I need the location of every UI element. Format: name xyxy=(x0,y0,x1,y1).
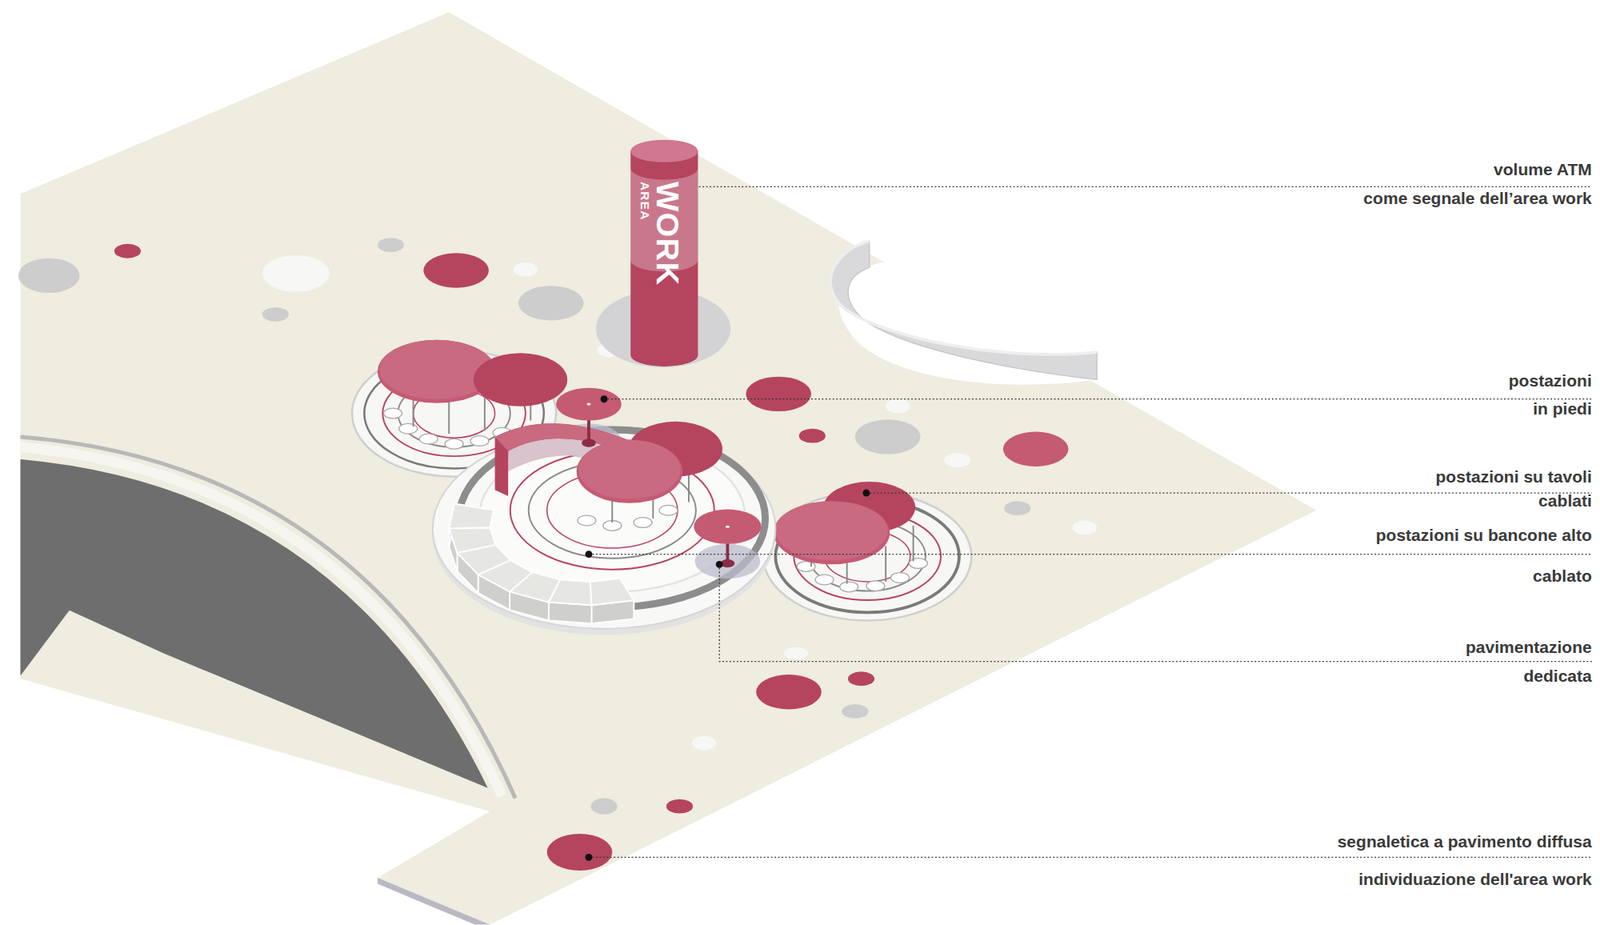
callout-label: postazioni xyxy=(1508,370,1592,392)
table-cluster xyxy=(763,481,972,620)
callout-label: postazioni su bancone alto xyxy=(1376,524,1592,546)
floor-opening xyxy=(20,459,488,788)
opening-border xyxy=(20,447,503,796)
callout-label: cablati xyxy=(1538,489,1592,511)
callout-label: segnaletica a pavimento diffusa xyxy=(1337,830,1592,852)
sign-text: AREA xyxy=(638,181,651,220)
seating-block xyxy=(448,503,634,624)
atm-cylinder: WORKAREA xyxy=(630,140,698,367)
callout-label: come segnale dell’area work xyxy=(1363,188,1592,209)
cylinder-body xyxy=(630,151,698,367)
callout-label: volume ATM xyxy=(1493,159,1592,180)
callout-label: cablato xyxy=(1532,565,1592,587)
seating-block xyxy=(448,503,634,605)
callout-label: dedicata xyxy=(1523,665,1592,687)
slab-edge xyxy=(377,877,490,925)
opening-border xyxy=(20,436,516,799)
leader-dot xyxy=(585,183,871,861)
callout-label: pavimentazione xyxy=(1465,636,1592,658)
callout-label: postazioni su tavoli xyxy=(1436,466,1592,488)
floor-slab xyxy=(20,12,1317,924)
sign-text: WORK xyxy=(651,181,684,286)
leader-line xyxy=(588,186,1592,857)
standing-table xyxy=(556,388,761,568)
central-platform xyxy=(432,428,776,636)
curved-wall xyxy=(830,240,1097,380)
cylinder-top xyxy=(630,140,698,163)
wired-table xyxy=(576,421,723,504)
callout-label: individuazione dell'area work xyxy=(1358,868,1592,889)
floor-dots xyxy=(18,237,1097,871)
curved-wall-rim xyxy=(830,240,1097,355)
callout-label: in piedi xyxy=(1532,397,1592,419)
